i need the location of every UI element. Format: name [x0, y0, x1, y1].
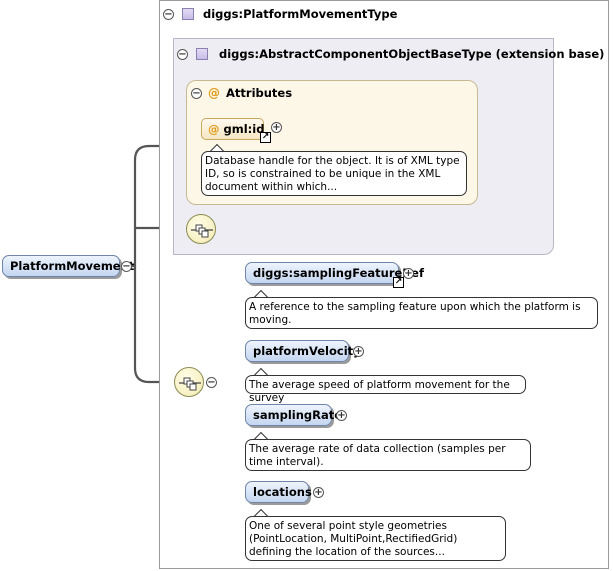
element-documentation: One of several point style geometries (P… [245, 516, 506, 561]
element-documentation: The average rate of data collection (sam… [245, 439, 531, 471]
attributes-collapse-toggle[interactable]: − [191, 88, 202, 99]
element-documentation: A reference to the sampling feature upon… [245, 297, 598, 329]
element-platform-velocity[interactable]: platformVelocity [245, 340, 361, 362]
element-documentation: The average speed of platform movement f… [245, 375, 526, 404]
element-expand-toggle[interactable]: + [313, 487, 324, 498]
attribute-expand-toggle[interactable]: + [271, 122, 282, 133]
attribute-documentation: Database handle for the object. It is of… [201, 151, 467, 196]
complex-type-icon [196, 48, 208, 60]
element-locations[interactable]: locations [245, 481, 312, 503]
root-collapse-toggle[interactable]: − [121, 261, 132, 272]
sequence-icon [179, 377, 201, 391]
reference-link-icon: ↗ [393, 277, 404, 288]
type-collapse-toggle[interactable]: − [163, 9, 174, 20]
attribute-name: gml:id [223, 122, 265, 136]
reference-link-icon: ↗ [260, 132, 271, 143]
extension-name: diggs:AbstractComponentObjectBaseType (e… [219, 47, 605, 61]
sequence-icon [191, 224, 213, 238]
element-expand-toggle[interactable]: + [336, 410, 347, 421]
element-sampling-rate[interactable]: samplingRate [245, 404, 342, 426]
sequence-compositor[interactable] [174, 367, 204, 397]
sequence-compositor-inner[interactable] [186, 214, 216, 244]
sequence-collapse-toggle[interactable]: − [206, 377, 217, 388]
root-element[interactable]: PlatformMovement [2, 255, 134, 277]
attribute-at-icon: @ [208, 122, 220, 136]
attributes-title: Attributes [226, 86, 293, 100]
attribute-at-icon: @ [208, 86, 220, 100]
element-sampling-feature-ref[interactable]: diggs:samplingFeatureRef [245, 262, 424, 284]
type-name: diggs:PlatformMovementType [203, 7, 398, 21]
attribute-gml-id[interactable]: @ gml:id [201, 118, 264, 140]
element-expand-toggle[interactable]: + [403, 268, 414, 279]
complex-type-icon [182, 8, 194, 20]
extension-collapse-toggle[interactable]: − [177, 49, 188, 60]
element-expand-toggle[interactable]: + [353, 346, 364, 357]
